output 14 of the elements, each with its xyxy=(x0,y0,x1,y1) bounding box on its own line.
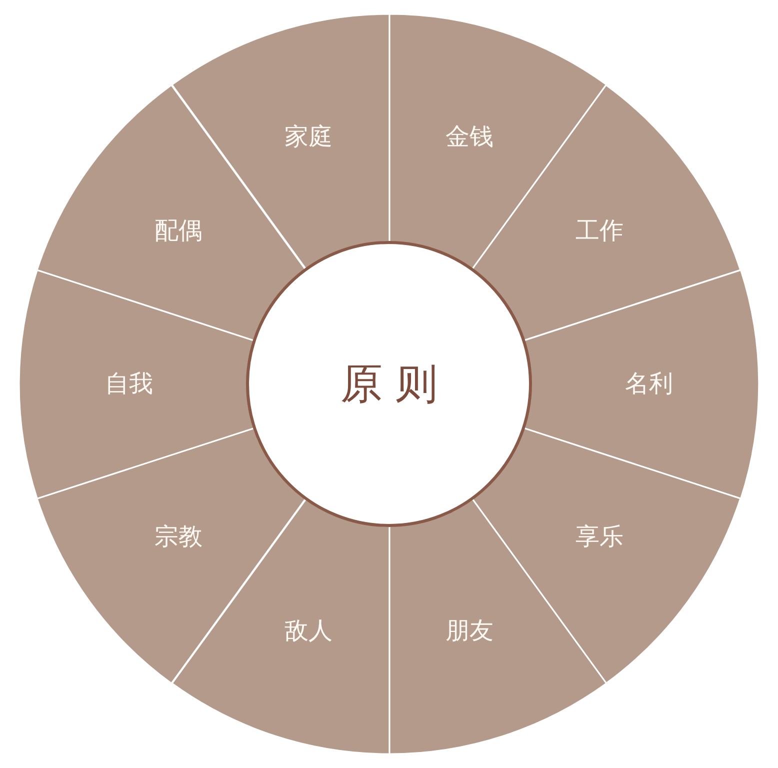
segment-label: 自我 xyxy=(105,370,153,398)
wheel-segment xyxy=(19,270,254,498)
segment-label: 家庭 xyxy=(284,122,333,152)
segment-label: 配偶 xyxy=(154,216,203,246)
segment-label: 名利 xyxy=(624,370,673,398)
segment-label: 金钱 xyxy=(445,122,494,152)
segment-label: 敌人 xyxy=(284,616,333,646)
segment-label: 享乐 xyxy=(575,522,624,552)
segment-label: 宗教 xyxy=(154,522,203,552)
center-label: 原 则 xyxy=(340,358,438,410)
segment-label: 工作 xyxy=(575,216,624,246)
segment-label: 朋友 xyxy=(445,616,494,646)
wheel-segment xyxy=(472,428,741,684)
wheel-segment xyxy=(524,270,759,498)
